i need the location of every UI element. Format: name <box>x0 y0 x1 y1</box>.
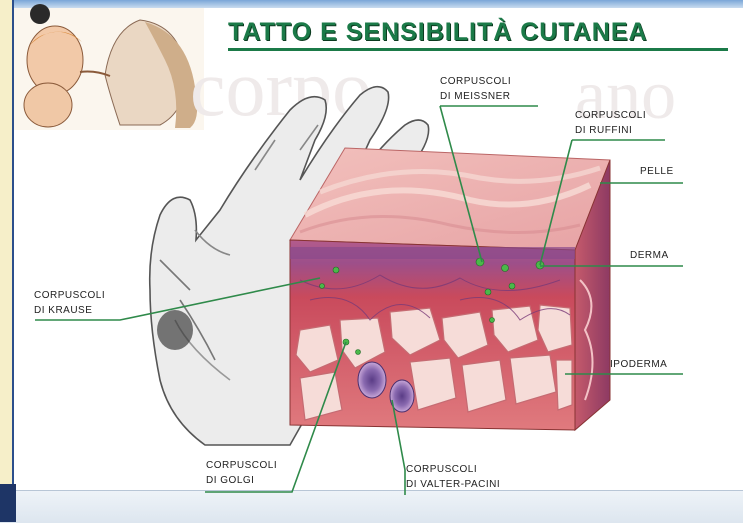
mother-child-illustration <box>14 4 204 130</box>
diagram-title: TATTO E SENSIBILITÀ CUTANEA <box>228 18 648 47</box>
label-ruffini: CORPUSCOLI DI RUFFINI <box>575 108 646 138</box>
skin-block <box>290 148 610 430</box>
label-pacini: CORPUSCOLI DI VALTER-PACINI <box>406 462 500 492</box>
title-underline <box>228 48 728 51</box>
label-meissner: CORPUSCOLI DI MEISSNER <box>440 74 511 104</box>
label-krause: CORPUSCOLI DI KRAUSE <box>34 288 105 318</box>
label-derma: DERMA <box>630 248 669 263</box>
label-pelle: PELLE <box>640 164 674 179</box>
label-golgi: CORPUSCOLI DI GOLGI <box>206 458 277 488</box>
label-ipoderma: IPODERMA <box>610 357 667 372</box>
